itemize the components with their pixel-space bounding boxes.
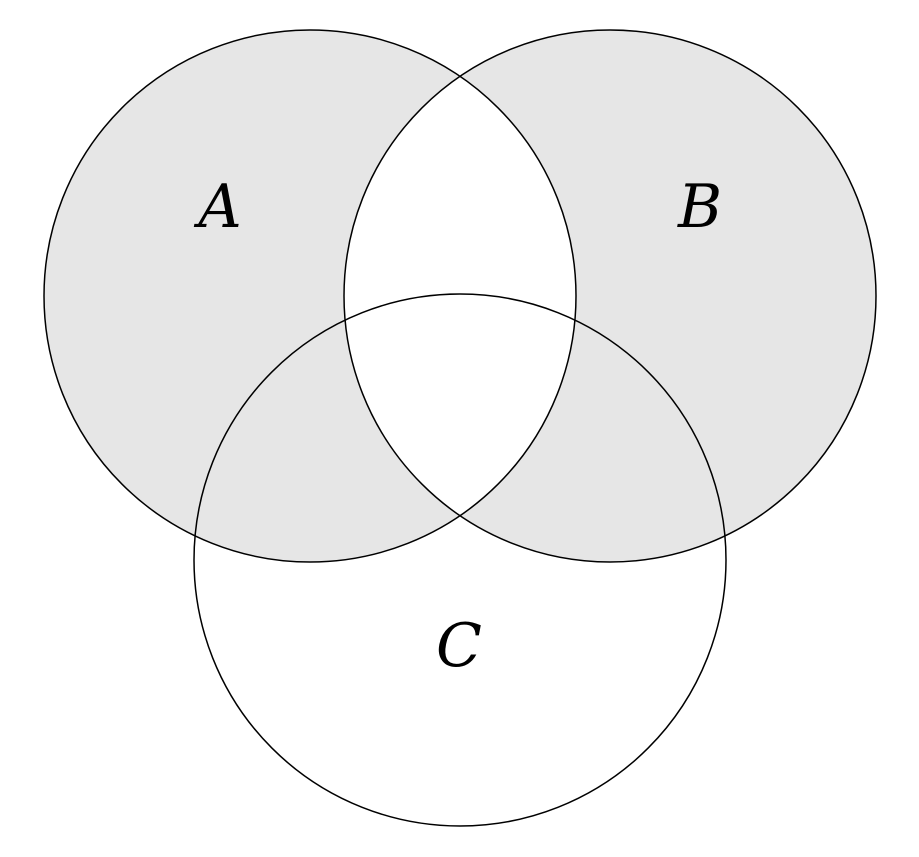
set-c-label: C (436, 611, 482, 681)
set-a-label: A (193, 172, 241, 242)
circle-b-outline (343, 29, 877, 563)
set-b-label: B (677, 172, 722, 242)
a-intersect-b-unshaded-region (344, 30, 576, 562)
circle-a-outline (43, 29, 577, 563)
circle-c-outline (193, 293, 727, 827)
